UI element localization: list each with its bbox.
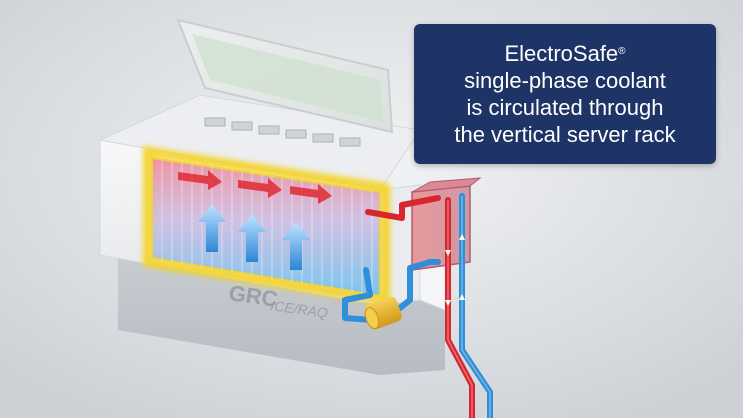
hot-coolant-pipes: [365, 195, 475, 418]
cold-pipe-to-pump: [397, 259, 441, 311]
hot-flow-arrow-2: [238, 178, 282, 198]
heat-exchanger-top: [411, 177, 482, 193]
callout-brand: ElectroSafe: [504, 41, 619, 66]
tank-lid-window: [192, 34, 383, 122]
hot-pipe-out: [365, 195, 441, 221]
cold-coolant-pipes: [342, 193, 493, 418]
upflow-arrow-1: [198, 204, 226, 252]
pipe-flow-markers: [445, 234, 465, 306]
cold-pipe-return: [342, 267, 375, 323]
upflow-arrow-3: [282, 222, 310, 270]
callout-line-1: single-phase coolant: [464, 68, 666, 93]
callout-line-3: the vertical server rack: [454, 122, 676, 147]
registered-mark: ®: [618, 46, 626, 57]
hot-flow-arrow-1: [178, 170, 222, 190]
tank-base: [118, 250, 445, 375]
cold-pipe-facility: [459, 193, 493, 418]
hot-pipe-facility: [445, 197, 475, 418]
server-rack-tops: [204, 117, 361, 147]
info-callout: ElectroSafe® single-phase coolant is cir…: [414, 24, 716, 164]
hot-flow-arrows: [178, 170, 332, 204]
callout-title: ElectroSafe®: [504, 40, 625, 67]
tank-logo-model: ICE/RAQ: [270, 297, 329, 321]
pipe-highlights: [447, 196, 491, 418]
coolant-pump: [364, 296, 402, 330]
upflow-arrow-2: [238, 214, 266, 262]
cold-upflow-arrows: [198, 204, 310, 270]
hot-flow-arrow-3: [290, 184, 332, 204]
callout-line-2: is circulated through: [466, 95, 664, 120]
